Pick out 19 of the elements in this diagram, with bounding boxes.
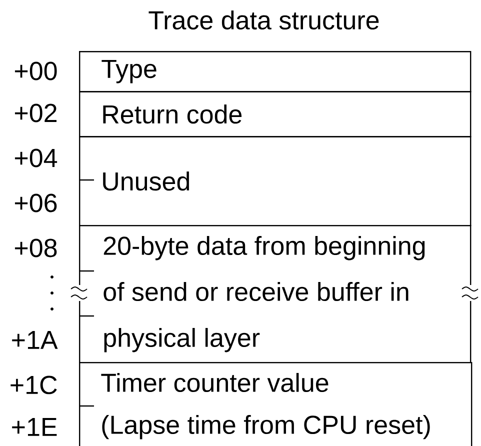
field-box <box>79 224 472 364</box>
field-box <box>79 51 472 92</box>
offset-label: +02 <box>14 104 56 122</box>
field-box <box>79 91 472 138</box>
offset-label: +1C <box>10 376 57 394</box>
offset-label: +1E <box>12 418 57 436</box>
offset-label: +06 <box>14 194 57 212</box>
field-box <box>79 136 472 226</box>
field-text: Timer counter value (Lapse time from CPU reset) <box>101 372 430 440</box>
field-text: Return code <box>103 104 242 124</box>
offset-label: +1A <box>12 331 58 349</box>
title: Trace data structure <box>148 10 379 30</box>
offset-label: +08 <box>14 238 57 258</box>
offset-label: +00 <box>14 62 57 80</box>
field-text: Unused <box>103 172 190 191</box>
field-text: 20-byte data from beginning of send or receive buffer in physical layer <box>104 236 425 352</box>
field-box <box>79 362 472 446</box>
offset-label: +04 <box>14 148 58 168</box>
field-text: Type <box>102 60 156 84</box>
